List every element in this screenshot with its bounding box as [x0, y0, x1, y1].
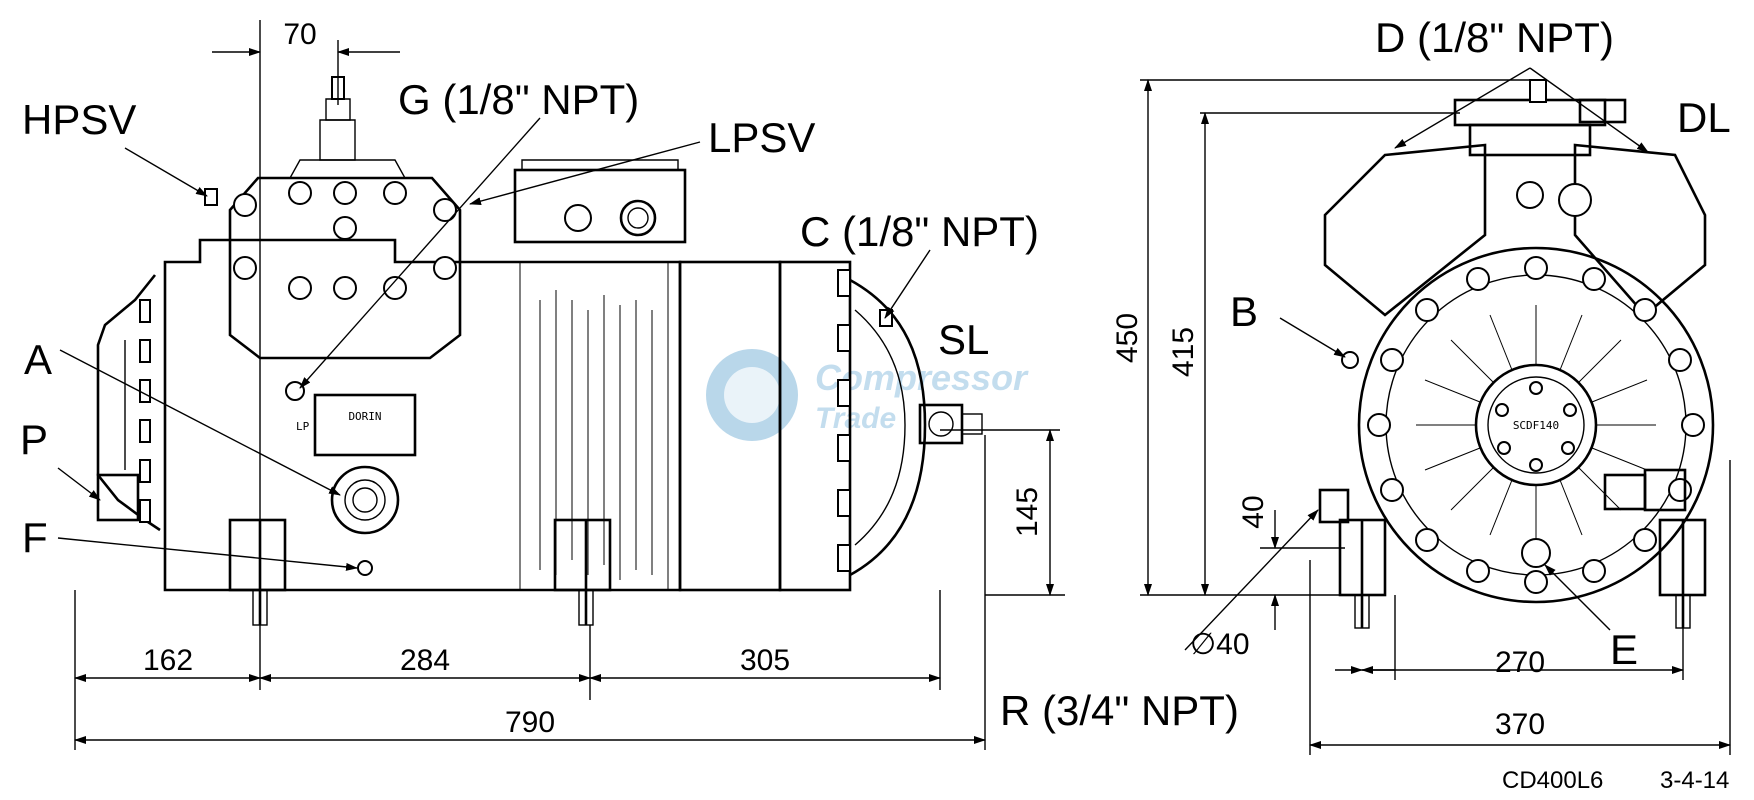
callout-labels: HPSV G (1/8" NPT) LPSV C (1/8" NPT) SL A…	[20, 14, 1731, 734]
label-b: B	[1230, 288, 1258, 335]
dim-dia-40: ∅40	[1190, 628, 1250, 661]
sight-glass	[330, 465, 400, 535]
end-cover-text: SCDF140	[1513, 419, 1559, 432]
right-cylinder-bank	[1573, 143, 1707, 317]
name-plate	[313, 393, 417, 457]
crankcase	[163, 238, 682, 592]
dim-305: 305	[740, 644, 790, 677]
dim-284: 284	[400, 644, 450, 677]
port-g-icon	[285, 381, 305, 401]
label-c: C (1/8" NPT)	[800, 208, 1039, 255]
label-lpsv: LPSV	[708, 114, 815, 161]
name-plate-text: DORIN	[348, 410, 381, 423]
dim-790: 790	[505, 706, 555, 739]
watermark-line2: Trade	[815, 402, 896, 435]
dim-162: 162	[143, 644, 193, 677]
end-bell	[1357, 246, 1715, 604]
label-r: R (3/4" NPT)	[1000, 687, 1239, 734]
lp-mark: LP	[296, 420, 310, 433]
label-dl: DL	[1677, 94, 1731, 141]
side-view: DORIN LP	[96, 76, 983, 626]
dim-40-vertical: 40	[1237, 495, 1270, 528]
hub-bolts	[1495, 381, 1577, 472]
dim-70: 70	[283, 18, 316, 51]
label-g: G (1/8" NPT)	[398, 76, 639, 123]
dimension-labels: 70 162 284 305 790 145 450 415 40 ∅40 27…	[143, 18, 1545, 741]
front-view: SCDF140	[1318, 79, 1715, 629]
port-b-icon	[1341, 351, 1359, 369]
dim-370: 370	[1495, 708, 1545, 741]
revision-date: 3-4-14	[1660, 767, 1729, 794]
motor-flange-bolts	[837, 269, 851, 572]
label-p: P	[20, 416, 48, 463]
leader-lines	[57, 67, 1649, 631]
mounting-feet	[228, 518, 612, 626]
dimension-lines	[74, 20, 1731, 755]
label-sl: SL	[938, 316, 989, 363]
suction-line	[918, 403, 964, 445]
dim-450: 450	[1111, 313, 1144, 363]
label-e: E	[1610, 626, 1638, 673]
port-e-icon	[1521, 538, 1551, 568]
label-d: D (1/8" NPT)	[1375, 14, 1614, 61]
drawing-id: CD400L6 3-4-14	[1502, 767, 1729, 794]
dim-270: 270	[1495, 646, 1545, 679]
terminal-box	[513, 168, 687, 244]
port-d-icon	[1529, 79, 1547, 103]
bell-bolts	[1367, 256, 1705, 594]
label-a: A	[24, 336, 52, 383]
bell-fins	[1416, 305, 1656, 545]
label-hpsv: HPSV	[22, 96, 136, 143]
left-cylinder-bank	[1323, 143, 1487, 317]
label-f: F	[22, 514, 48, 561]
dim-145: 145	[1011, 487, 1044, 537]
oil-sensor	[1603, 473, 1647, 511]
model-code: CD400L6	[1502, 767, 1603, 794]
motor-fins	[519, 262, 669, 590]
dim-415: 415	[1167, 327, 1200, 377]
head-bolts	[233, 181, 457, 300]
left-flange-bolts	[139, 299, 151, 523]
front-feet	[1338, 518, 1707, 629]
port-r-icon	[1318, 488, 1350, 524]
